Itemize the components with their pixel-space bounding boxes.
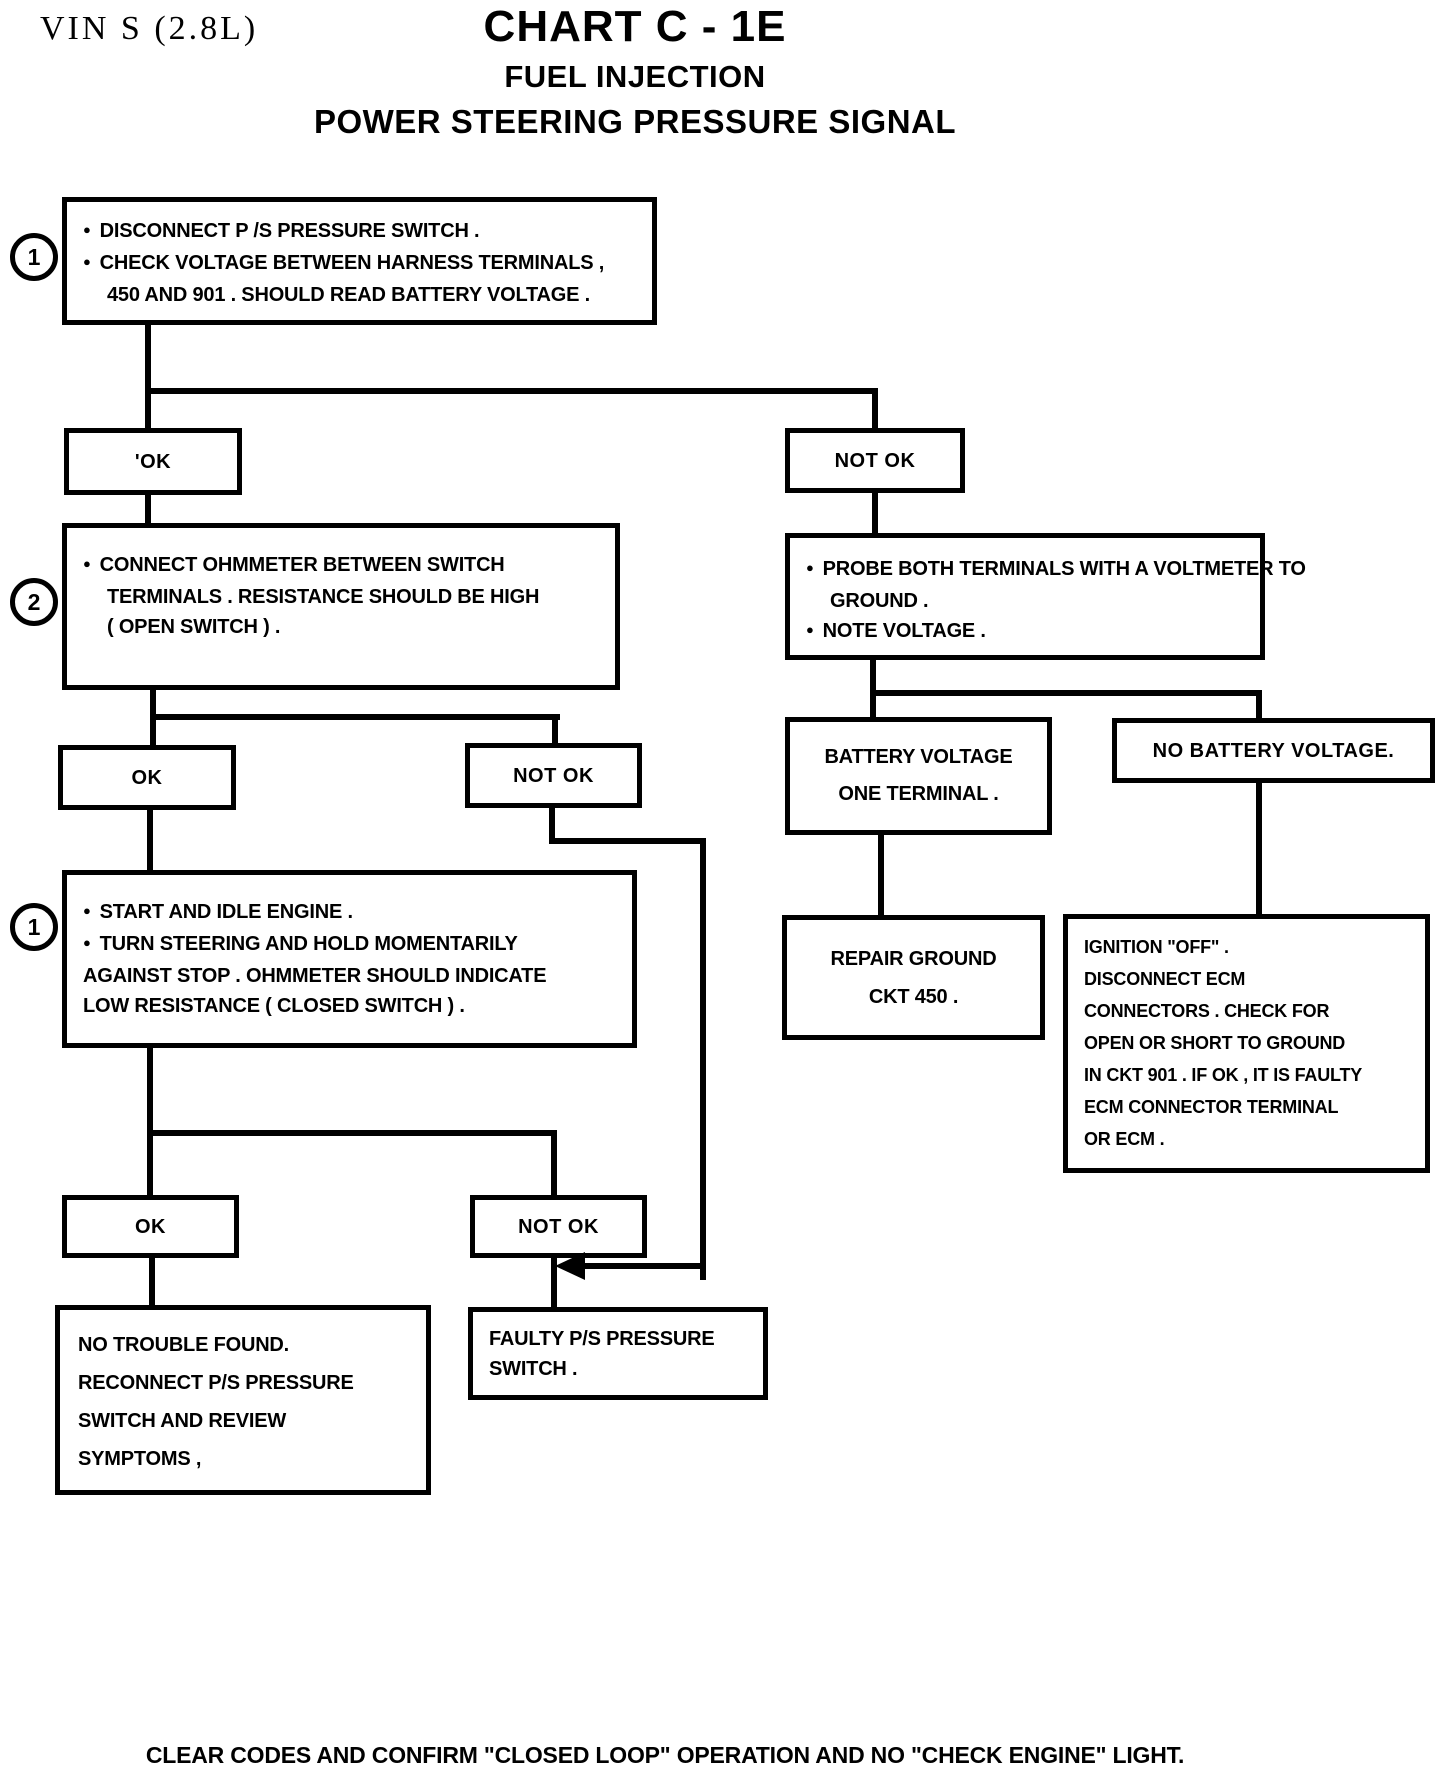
node-notok-3: NOT OK xyxy=(470,1195,647,1258)
arrowhead-left-icon xyxy=(555,1252,585,1280)
node-repair-ground: REPAIR GROUND CKT 450 . xyxy=(782,915,1045,1040)
battery-voltage-line: ONE TERMINAL . xyxy=(838,783,999,805)
connector-line xyxy=(549,838,706,844)
probe-line: GROUND . xyxy=(830,590,929,612)
ignition-line: OPEN OR SHORT TO GROUND xyxy=(1084,1033,1346,1053)
node-ok-2: OK xyxy=(58,745,236,810)
connector-line xyxy=(872,491,878,536)
chart-header: CHART C - 1E FUEL INJECTION POWER STEERI… xyxy=(0,0,1270,141)
node-ignition-off: IGNITION "OFF" . DISCONNECT ECM CONNECTO… xyxy=(1063,914,1430,1173)
node-step2: CONNECT OHMMETER BETWEEN SWITCH TERMINAL… xyxy=(62,523,620,690)
battery-voltage-line: BATTERY VOLTAGE xyxy=(824,746,1013,768)
connector-line xyxy=(700,838,706,1280)
node-probe: PROBE BOTH TERMINALS WITH A VOLTMETER TO… xyxy=(785,533,1306,660)
connector-line xyxy=(145,325,151,430)
node-no-trouble: NO TROUBLE FOUND. RECONNECT P/S PRESSURE… xyxy=(55,1305,431,1495)
node-notok-1: NOT OK xyxy=(785,428,965,493)
node-ok-3: OK xyxy=(62,1195,239,1258)
ignition-line: OR ECM . xyxy=(1084,1129,1165,1149)
step1-line: CHECK VOLTAGE BETWEEN HARNESS TERMINALS … xyxy=(83,248,640,280)
connector-line xyxy=(551,1130,557,1197)
connector-line xyxy=(549,806,555,844)
repair-ground-line: REPAIR GROUND xyxy=(830,947,997,970)
connector-line xyxy=(145,493,151,525)
no-trouble-line: SWITCH AND REVIEW xyxy=(78,1410,287,1432)
connector-line xyxy=(552,714,558,745)
step1-line: 450 AND 901 . SHOULD READ BATTERY VOLTAG… xyxy=(107,284,590,306)
node-step3: START AND IDLE ENGINE . TURN STEERING AN… xyxy=(62,870,637,1048)
node-faulty-switch: FAULTY P/S PRESSURE SWITCH . xyxy=(468,1307,768,1400)
connector-line xyxy=(870,658,876,720)
connector-line xyxy=(1256,690,1262,720)
connector-line xyxy=(150,714,560,720)
connector-line xyxy=(149,1256,155,1308)
ignition-line: IGNITION "OFF" . xyxy=(1084,937,1229,957)
step3-badge: 1 xyxy=(10,903,58,951)
connector-line xyxy=(147,1130,557,1136)
step1-badge: 1 xyxy=(10,233,58,281)
node-no-battery-voltage: NO BATTERY VOLTAGE. xyxy=(1112,718,1435,783)
step2-line: CONNECT OHMMETER BETWEEN SWITCH xyxy=(83,550,603,582)
ignition-line: IN CKT 901 . IF OK , IT IS FAULTY xyxy=(1084,1065,1363,1085)
no-trouble-line: NO TROUBLE FOUND. xyxy=(78,1334,290,1356)
chart-subtitle: FUEL INJECTION xyxy=(504,59,766,94)
node-battery-voltage: BATTERY VOLTAGE ONE TERMINAL . xyxy=(785,717,1052,835)
connector-line xyxy=(1256,781,1262,917)
step3-line: TURN STEERING AND HOLD MOMENTARILY xyxy=(83,929,620,961)
step3-line: LOW RESISTANCE ( CLOSED SWITCH ) . xyxy=(83,995,465,1017)
node-step1: DISCONNECT P /S PRESSURE SWITCH . CHECK … xyxy=(62,197,657,325)
connector-line xyxy=(583,1263,706,1269)
connector-line xyxy=(145,388,878,394)
connector-line xyxy=(551,1256,557,1309)
connector-line xyxy=(147,808,153,872)
no-trouble-line: RECONNECT P/S PRESSURE xyxy=(78,1372,354,1394)
step1-line: DISCONNECT P /S PRESSURE SWITCH . xyxy=(83,216,640,248)
probe-line: PROBE BOTH TERMINALS WITH A VOLTMETER TO xyxy=(806,554,1306,586)
step2-badge: 2 xyxy=(10,578,58,626)
node-notok-2: NOT OK xyxy=(465,743,642,808)
ignition-line: ECM CONNECTOR TERMINAL xyxy=(1084,1097,1339,1117)
no-trouble-line: SYMPTOMS , xyxy=(78,1448,202,1470)
node-ok-1: 'OK xyxy=(64,428,242,495)
chart-signal-title: POWER STEERING PRESSURE SIGNAL xyxy=(313,103,957,140)
footer-note: CLEAR CODES AND CONFIRM "CLOSED LOOP" OP… xyxy=(145,1742,1185,1768)
connector-line xyxy=(872,388,878,433)
step2-line: ( OPEN SWITCH ) . xyxy=(107,616,281,638)
ignition-line: CONNECTORS . CHECK FOR xyxy=(1084,1001,1330,1021)
step3-line: AGAINST STOP . OHMMETER SHOULD INDICATE xyxy=(83,965,547,987)
connector-line xyxy=(870,690,1262,696)
connector-line xyxy=(147,1046,153,1198)
ignition-line: DISCONNECT ECM xyxy=(1084,969,1246,989)
probe-line: NOTE VOLTAGE . xyxy=(806,616,1248,648)
step3-line: START AND IDLE ENGINE . xyxy=(83,897,620,929)
repair-ground-line: CKT 450 . xyxy=(868,985,959,1008)
vin-label: VIN S (2.8L) xyxy=(40,10,259,47)
chart-title: CHART C - 1E xyxy=(483,2,787,51)
step2-line: TERMINALS . RESISTANCE SHOULD BE HIGH xyxy=(107,586,540,608)
connector-line xyxy=(878,833,884,918)
